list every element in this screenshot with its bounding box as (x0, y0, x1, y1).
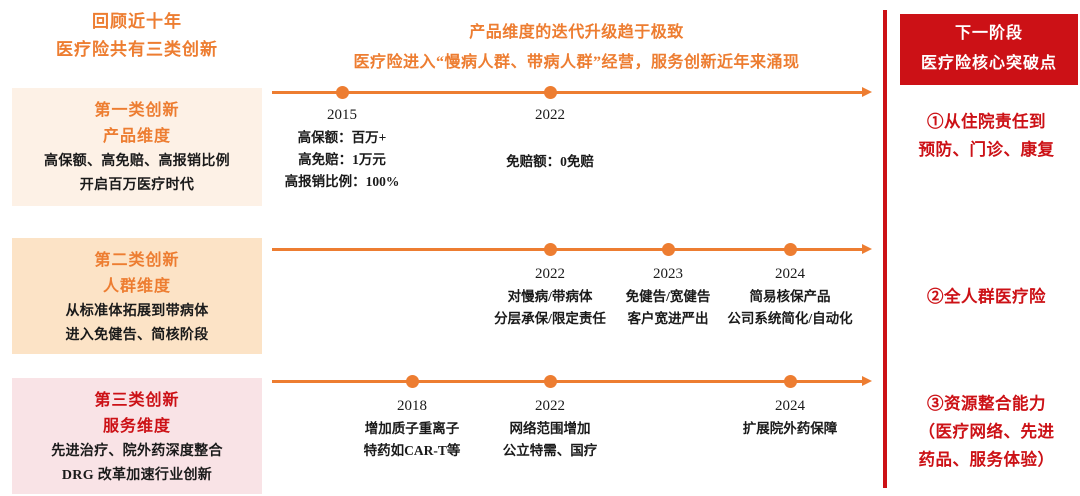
category-2-desc-line-1: 从标准体拓展到带病体 (65, 304, 209, 319)
node-line-2: 客户宽进严出 (627, 311, 709, 326)
timeline-population-axis (272, 248, 864, 251)
node-line-1: 增加质子重离子 (364, 421, 460, 436)
node-line-2: 高免赔：1万元 (298, 152, 386, 167)
breakthrough-item-1[interactable]: ①从住院责任到 预防、门诊、康复 (893, 108, 1080, 164)
node-line-1: 对慢病/带病体 (507, 289, 593, 304)
category-2-heading: 第二类创新 (94, 252, 180, 269)
node-line-2: 公立特需、国疗 (502, 443, 598, 458)
middle-column: 产品维度的迭代升级趋于极致 医疗险进入“慢病人群、带病人群”经营，服务创新近年来… (270, 0, 883, 496)
next-stage-header: 下一阶段 医疗险核心突破点 (900, 14, 1078, 85)
node-year: 2024 (775, 398, 805, 414)
timeline-population-node-2024: 2024 简易核保产品 公司系统简化/自动化 (727, 262, 852, 330)
category-1-subheading: 产品维度 (102, 128, 171, 145)
breakthrough-3-line-3: 药品、服务体验） (918, 450, 1055, 469)
next-stage-header-line-1: 下一阶段 (954, 25, 1023, 42)
category-3-subheading: 服务维度 (102, 418, 171, 435)
right-column: 下一阶段 医疗险核心突破点 ①从住院责任到 预防、门诊、康复 ②全人群医疗险 ③… (883, 0, 1080, 496)
next-stage-header-line-2: 医疗险核心突破点 (920, 55, 1057, 72)
middle-title-line-1: 产品维度的迭代升级趋于极致 (469, 24, 684, 41)
category-3-desc-line-2: DRG 改革加速行业创新 (61, 468, 213, 483)
middle-column-title: 产品维度的迭代升级趋于极致 医疗险进入“慢病人群、带病人群”经营，服务创新近年来… (270, 18, 883, 78)
node-line-1: 扩展院外药保障 (742, 421, 838, 436)
category-1-heading: 第一类创新 (94, 102, 180, 119)
node-year: 2022 (535, 398, 565, 414)
node-year: 2015 (327, 107, 357, 123)
breakthrough-item-3[interactable]: ③资源整合能力 （医疗网络、先进 药品、服务体验） (893, 390, 1080, 474)
node-year: 2023 (652, 266, 683, 282)
node-line-1: 免赔额：0免赔 (506, 154, 594, 169)
timeline-population-dot-2022[interactable] (543, 242, 557, 256)
breakthrough-3-line-2: （医疗网络、先进 (918, 422, 1055, 441)
category-card-population[interactable]: 第二类创新 人群维度 从标准体拓展到带病体 进入免健告、简核阶段 (12, 238, 262, 354)
timeline-service-dot-2022[interactable] (543, 374, 557, 388)
timeline-service-dot-2024[interactable] (783, 374, 797, 388)
left-column: 回顾近十年 医疗险共有三类创新 第一类创新 产品维度 高保额、高免赔、高报销比例… (0, 0, 270, 496)
category-2-subheading: 人群维度 (102, 278, 171, 295)
node-line-1: 免健告/宽健告 (625, 289, 711, 304)
category-2-desc-line-2: 进入免健告、简核阶段 (65, 328, 209, 343)
category-1-desc-line-2: 开启百万医疗时代 (79, 178, 195, 193)
timeline-service-node-2018: 2018 增加质子重离子 特药如CAR-T等 (364, 394, 461, 462)
node-year: 2018 (397, 398, 427, 414)
timeline-population-node-2023: 2023 免健告/宽健告 客户宽进严出 (626, 262, 711, 330)
category-card-product[interactable]: 第一类创新 产品维度 高保额、高免赔、高报销比例 开启百万医疗时代 (12, 88, 262, 206)
right-column-divider (883, 10, 887, 488)
breakthrough-1-line-1: ①从住院责任到 (927, 112, 1046, 131)
breakthrough-2-line-1: ②全人群医疗险 (927, 287, 1046, 306)
node-line-1: 简易核保产品 (749, 289, 831, 304)
timeline-service-node-2024: 2024 扩展院外药保障 (743, 394, 838, 440)
middle-title-line-2: 医疗险进入“慢病人群、带病人群”经营，服务创新近年来涌现 (353, 54, 800, 71)
node-year: 2022 (534, 266, 565, 282)
timeline-product-axis (272, 91, 864, 94)
left-title-line-1: 回顾近十年 (92, 12, 182, 31)
node-year: 2024 (774, 266, 805, 282)
timeline-population-node-2022: 2022 对慢病/带病体 分层承保/限定责任 (494, 262, 606, 330)
category-3-desc-line-1: 先进治疗、院外药深度整合 (51, 444, 223, 459)
node-line-2: 分层承保/限定责任 (494, 311, 606, 326)
node-year: 2022 (535, 107, 565, 123)
timeline-population-arrow-icon (862, 244, 872, 254)
timeline-population-dot-2023[interactable] (661, 242, 675, 256)
category-1-desc-line-1: 高保额、高免赔、高报销比例 (44, 154, 230, 169)
timeline-service-node-2022: 2022 网络范围增加 公立特需、国疗 (503, 394, 598, 462)
node-line-1: 高保额：百万+ (297, 130, 387, 145)
timeline-product-node-2015: 2015 高保额：百万+ 高免赔：1万元 高报销比例：100% (285, 103, 400, 193)
category-3-heading: 第三类创新 (94, 392, 180, 409)
left-column-title: 回顾近十年 医疗险共有三类创新 (12, 8, 262, 64)
category-card-service[interactable]: 第三类创新 服务维度 先进治疗、院外药深度整合 DRG 改革加速行业创新 (12, 378, 262, 494)
timeline-product-dot-2022[interactable] (543, 85, 557, 99)
breakthrough-item-2[interactable]: ②全人群医疗险 (893, 283, 1080, 311)
node-line-3: 高报销比例：100% (284, 174, 400, 189)
timeline-population-dot-2024[interactable] (783, 242, 797, 256)
breakthrough-3-line-1: ③资源整合能力 (927, 394, 1046, 413)
timeline-product-node-2022: 2022 免赔额：0免赔 (506, 103, 594, 173)
node-line-1: 网络范围增加 (509, 421, 591, 436)
timeline-service-arrow-icon (862, 376, 872, 386)
timeline-service-dot-2018[interactable] (405, 374, 419, 388)
left-title-line-2: 医疗险共有三类创新 (56, 40, 218, 59)
node-line-2: 特药如CAR-T等 (363, 443, 461, 458)
breakthrough-1-line-2: 预防、门诊、康复 (918, 140, 1055, 159)
timeline-product-dot-2015[interactable] (335, 85, 349, 99)
node-line-2: 公司系统简化/自动化 (727, 311, 853, 326)
timeline-service-axis (272, 380, 864, 383)
timeline-product-arrow-icon (862, 87, 872, 97)
